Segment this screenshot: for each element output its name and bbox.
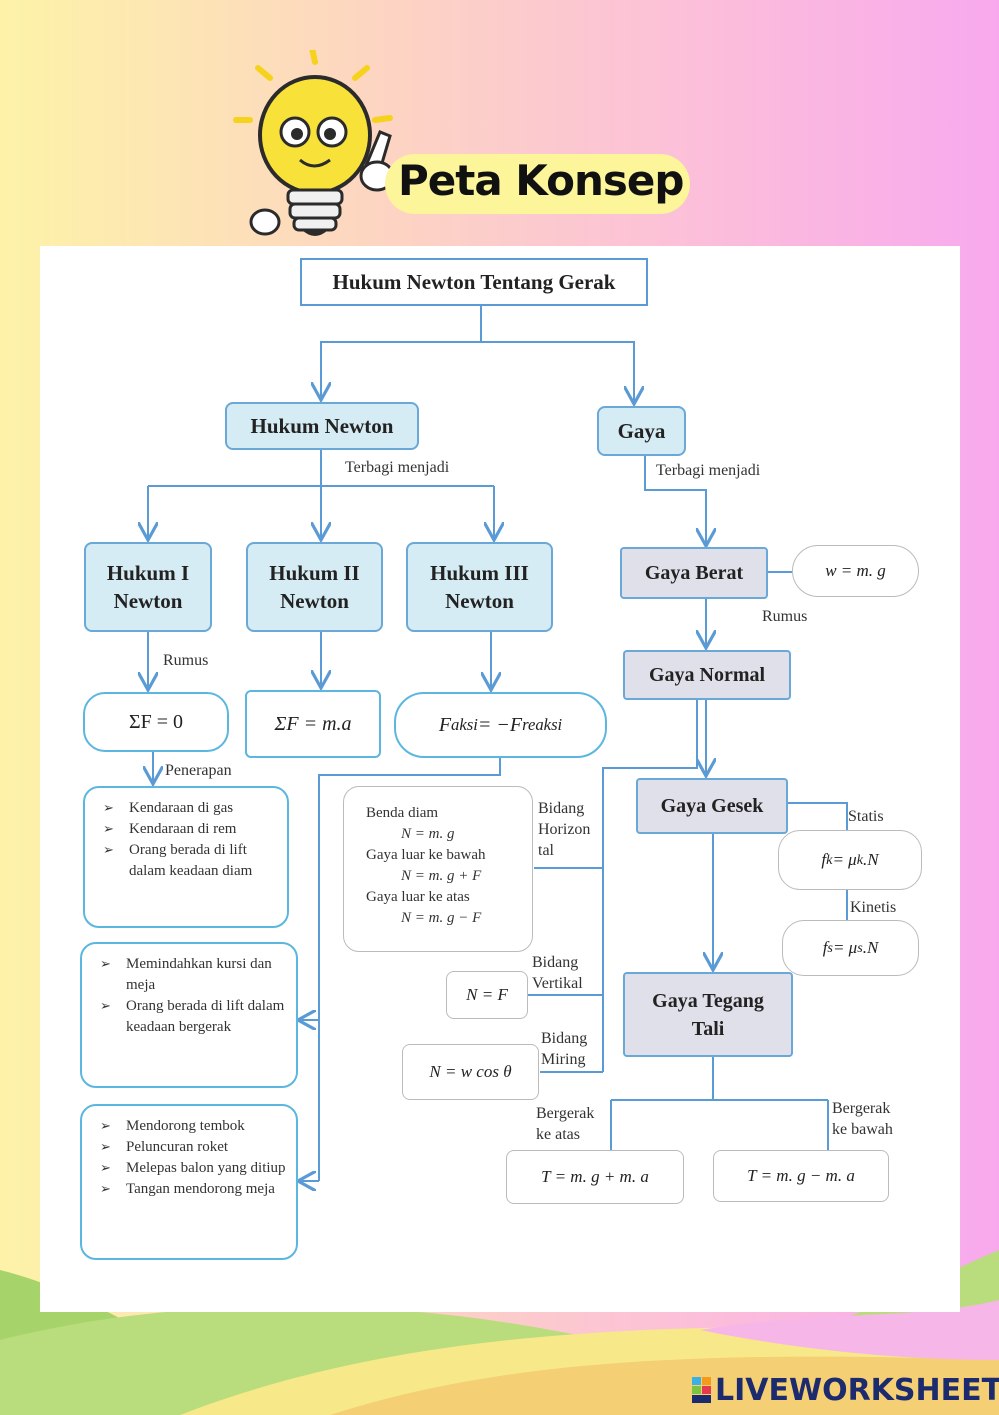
fs-main: f — [822, 938, 828, 957]
formula-hukum-2: ΣF = m.a — [245, 690, 381, 758]
gaya-node: Gaya — [597, 406, 686, 456]
fk-end: .N — [863, 850, 879, 869]
f3-sub1: aksi — [451, 715, 478, 734]
gaya-gesek-node: Gaya Gesek — [636, 778, 788, 834]
nh-line6: N = m. g − F — [401, 910, 482, 926]
bidang-horizontal-label: Bidang Horizon tal — [538, 798, 590, 861]
gaya-berat-node: Gaya Berat — [620, 547, 768, 599]
gaya-normal-node: Gaya Normal — [623, 650, 791, 700]
bidang-h-line2: Horizon — [538, 821, 591, 838]
gaya-tegang-line2: Tali — [691, 1017, 725, 1040]
fs-end: .N — [862, 938, 879, 957]
nh-line2: N = m. g — [401, 826, 455, 842]
penerapan-list-3: Mendorong tembok Peluncuran roket Melepa… — [80, 1104, 298, 1260]
bidang-m-line1: Bidang — [541, 1030, 588, 1047]
hukum-newton-node: Hukum Newton — [225, 402, 419, 450]
root-node: Hukum Newton Tentang Gerak — [300, 258, 648, 306]
fk-mu-sub: k — [856, 851, 863, 868]
formula-normal-vertikal: N = F — [446, 971, 528, 1019]
list-item: Orang berada di lift dalam keadaan diam — [99, 840, 281, 882]
list-item: Mendorong tembok — [96, 1116, 290, 1137]
gaya-tegang-line1: Gaya Tegang — [652, 989, 764, 1012]
penerapan-label: Penerapan — [165, 762, 232, 779]
turun-line2: ke bawah — [832, 1121, 893, 1138]
rumus-left-label: Rumus — [163, 652, 209, 669]
bidang-v-line2: Vertikal — [532, 975, 583, 992]
terbagi-right-label: Terbagi menjadi — [656, 462, 761, 479]
hukum-3-line2: Newton — [445, 589, 514, 613]
rumus-right-label: Rumus — [762, 608, 808, 625]
normal-horizontal-box: Benda diam N = m. g Gaya luar ke bawah N… — [343, 786, 533, 952]
f3-sub2: reaksi — [522, 715, 563, 734]
statis-label: Statis — [848, 808, 884, 825]
bergerak-bawah-label: Bergerak ke bawah — [832, 1098, 893, 1140]
formula-hukum-1: ΣF = 0 — [83, 692, 229, 752]
list-item: Melepas balon yang ditiup — [96, 1158, 290, 1179]
brand-logo: LIVEWORKSHEETS — [715, 1373, 999, 1408]
list-item: Orang berada di lift dalam keadaan berge… — [96, 996, 290, 1038]
turun-line1: Bergerak — [832, 1100, 891, 1117]
fk-rest: = μ — [832, 850, 857, 869]
list-item: Tangan mendorong meja — [96, 1179, 290, 1200]
list-item: Kendaraan di gas — [99, 798, 281, 819]
formula-tegang-bawah: T = m. g − m. a — [713, 1150, 889, 1202]
formula-normal-miring: N = w cos θ — [402, 1044, 539, 1100]
hukum-3-node: Hukum III Newton — [406, 542, 553, 632]
hukum-2-line1: Hukum II — [269, 561, 360, 585]
penerapan-list-2: Memindahkan kursi dan meja Orang berada … — [80, 942, 298, 1088]
bidang-m-line2: Miring — [541, 1051, 586, 1068]
fs-rest: = μ — [832, 938, 858, 957]
liveworksheets-logo-icon — [692, 1377, 711, 1403]
gaya-tegang-tali-node: Gaya Tegang Tali — [623, 972, 793, 1057]
nh-line1: Benda diam — [366, 805, 439, 821]
nh-line3: Gaya luar ke bawah — [366, 847, 486, 863]
hukum-2-node: Hukum II Newton — [246, 542, 383, 632]
formula-gaya-berat: w = m. g — [792, 545, 919, 597]
list-item: Memindahkan kursi dan meja — [96, 954, 290, 996]
terbagi-left-label: Terbagi menjadi — [345, 459, 450, 476]
bidang-v-line1: Bidang — [532, 954, 579, 971]
fk-main: f — [821, 850, 827, 869]
naik-line1: Bergerak — [536, 1105, 595, 1122]
hukum-3-line1: Hukum III — [430, 561, 529, 585]
hukum-1-node: Hukum I Newton — [84, 542, 212, 632]
hukum-2-line2: Newton — [280, 589, 349, 613]
bidang-h-line3: tal — [538, 842, 554, 859]
hukum-1-line1: Hukum I — [106, 561, 190, 585]
page-title: Peta Konsep — [398, 156, 684, 205]
hukum-1-line2: Newton — [113, 589, 183, 613]
bidang-vertikal-label: Bidang Vertikal — [532, 952, 583, 994]
formula-tegang-atas: T = m. g + m. a — [506, 1150, 684, 1204]
bidang-h-line1: Bidang — [538, 800, 585, 817]
fk-sub: k — [826, 851, 833, 868]
kinetis-label: Kinetis — [850, 899, 897, 916]
nh-line4: N = m. g + F — [401, 868, 482, 884]
title-pill — [385, 154, 690, 214]
penerapan-list-1: Kendaraan di gas Kendaraan di rem Orang … — [83, 786, 289, 928]
lightbulb-mascot-icon — [233, 50, 395, 236]
list-item: Peluncuran roket — [96, 1137, 290, 1158]
naik-line2: ke atas — [536, 1126, 580, 1143]
nh-line5: Gaya luar ke atas — [366, 889, 470, 905]
f3-main: F — [438, 713, 452, 736]
bidang-miring-label: Bidang Miring — [541, 1028, 587, 1070]
fs-sub: s — [827, 939, 833, 956]
list-item: Kendaraan di rem — [99, 819, 281, 840]
f3-mid: = −F — [477, 713, 523, 736]
bergerak-atas-label: Bergerak ke atas — [536, 1103, 594, 1145]
fs-mu-sub: s — [857, 939, 863, 956]
